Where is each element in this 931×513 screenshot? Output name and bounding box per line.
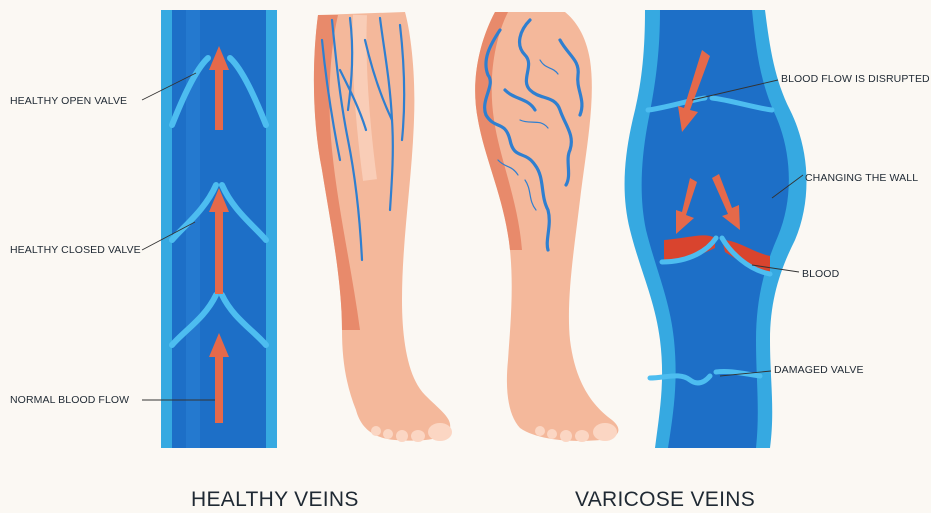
label-normal-blood-flow: NORMAL BLOOD FLOW bbox=[10, 394, 129, 406]
label-damaged-valve: DAMAGED VALVE bbox=[774, 364, 864, 376]
healthy-leg bbox=[314, 12, 452, 442]
label-blood: BLOOD bbox=[802, 268, 839, 280]
label-changing-the-wall: CHANGING THE WALL bbox=[805, 172, 918, 184]
varicose-leg bbox=[475, 12, 618, 442]
title-healthy-veins: HEALTHY VEINS bbox=[191, 488, 359, 512]
label-blood-flow-disrupted: BLOOD FLOW IS DISRUPTED bbox=[781, 73, 930, 85]
title-varicose-veins: VARICOSE VEINS bbox=[575, 488, 755, 512]
varicose-vein bbox=[625, 10, 807, 448]
label-healthy-closed-valve: HEALTHY CLOSED VALVE bbox=[10, 244, 141, 256]
label-healthy-open-valve: HEALTHY OPEN VALVE bbox=[10, 95, 127, 107]
healthy-vein bbox=[161, 10, 277, 448]
